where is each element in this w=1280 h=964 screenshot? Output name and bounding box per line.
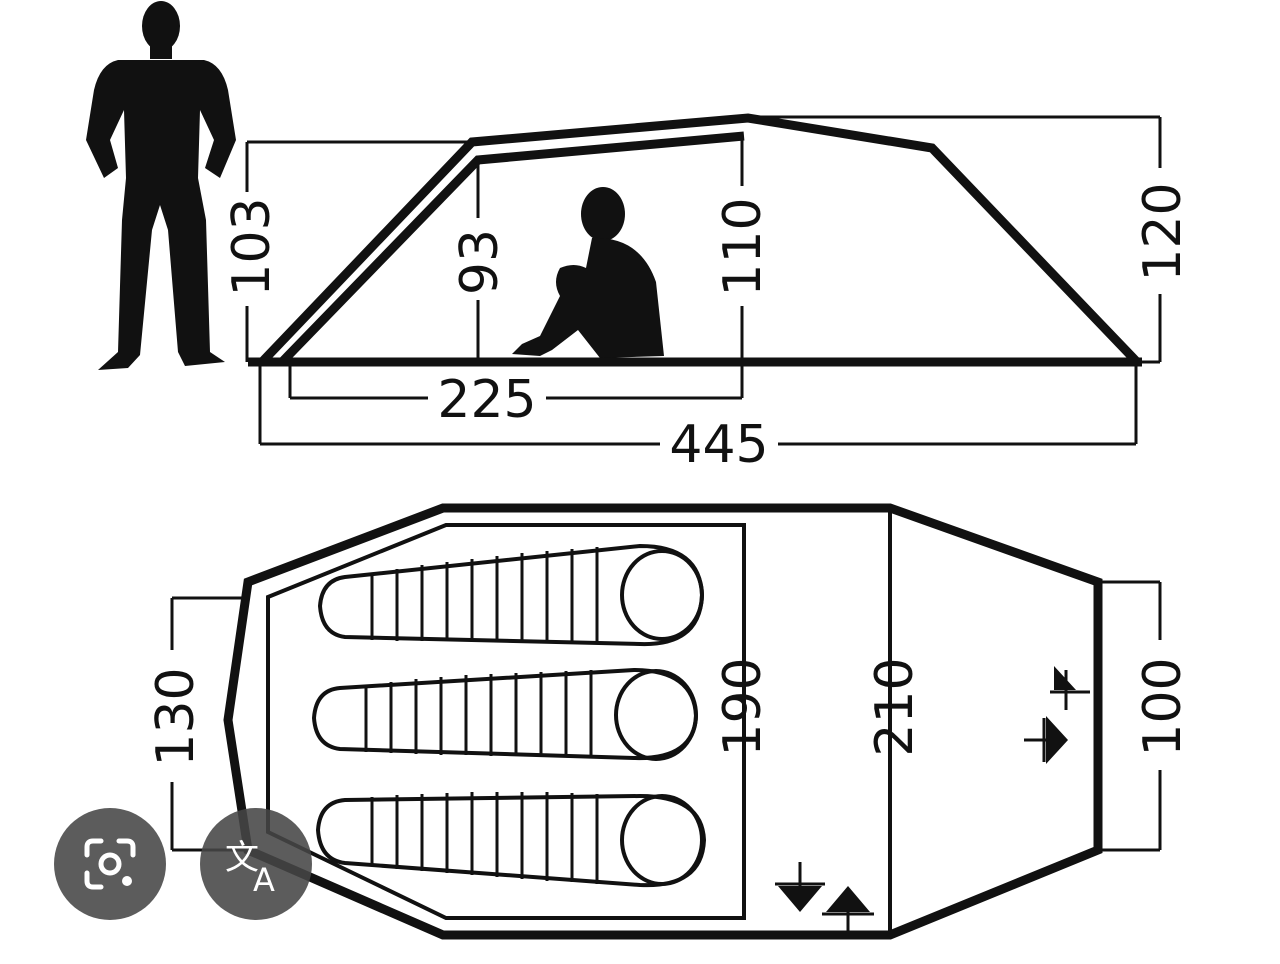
side-view-inner-tent [278,131,745,366]
floor-plan-outer-footprint [223,503,1103,940]
side-view: 103 93 110 120 225 445 [222,113,1193,475]
sleeping-bags [311,543,707,888]
floor-plan-inner-tent [266,523,746,920]
sleeping-bag [315,792,707,888]
translate-glyph-target: A [253,861,275,895]
side-view-outer-shell [258,113,1141,366]
dim-floor-width-front: 130 [146,667,206,766]
sleeping-bag [311,667,699,761]
dim-side-height-inner-front: 93 [450,229,510,295]
dim-floor-inner-depth: 190 [713,657,773,756]
translate-button[interactable]: 文 A [200,808,312,920]
dim-side-height-left: 103 [222,197,282,296]
dim-side-height-inner-back: 110 [713,197,773,296]
sleeping-bag [317,543,705,647]
dim-floor-total-depth: 210 [865,657,925,756]
dim-floor-width-rear: 100 [1133,657,1193,756]
standing-person-figure [86,1,236,370]
google-lens-icon [84,838,136,890]
dim-side-inner-length: 225 [437,370,536,430]
google-lens-button[interactable] [54,808,166,920]
dim-side-height-right: 120 [1133,182,1193,281]
translate-glyph-source: 文 [225,838,259,878]
translate-icon: 文 A [225,838,275,895]
sitting-person-figure [512,187,664,358]
floor-plan: 130 190 210 100 [146,503,1193,940]
entrance-arrows-icon [775,862,874,935]
rear-entrance-arrows-icon [1024,666,1090,764]
dim-side-total-length: 445 [669,415,768,475]
